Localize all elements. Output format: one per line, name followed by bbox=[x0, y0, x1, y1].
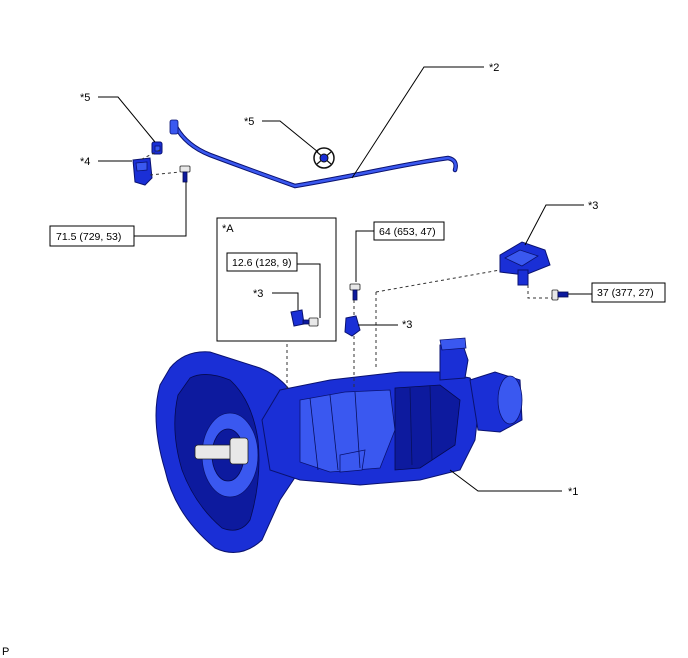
callout-2: *2 bbox=[489, 62, 499, 74]
callout-5-center: *5 bbox=[244, 116, 254, 128]
detail-a-view: *A 12.6 (128, 9) *3 bbox=[216, 217, 337, 342]
torque-box-4: 71.5 (729, 53) bbox=[49, 182, 187, 247]
footer-mark: P bbox=[2, 646, 9, 658]
assembly-lines bbox=[139, 149, 552, 390]
callout-1: *1 bbox=[568, 486, 578, 498]
bracket-4 bbox=[132, 157, 153, 186]
callout-3-detail: *3 bbox=[253, 288, 263, 300]
torque-box-3-right: 37 (377, 27) bbox=[568, 282, 666, 303]
callout-3-center: *3 bbox=[402, 319, 412, 331]
detail-a-label: *A bbox=[222, 223, 234, 235]
bolt-4 bbox=[179, 165, 191, 183]
callout-5-left: *5 bbox=[80, 92, 90, 104]
bolt-3-right bbox=[551, 289, 569, 301]
bolt-center bbox=[349, 283, 361, 301]
torque-bolt-4: 71.5 (729, 53) bbox=[56, 231, 121, 243]
torque-bolt-center: 64 (653, 47) bbox=[379, 226, 436, 238]
shift-cable bbox=[169, 119, 458, 189]
clip-left bbox=[151, 141, 163, 155]
transmission-assembly bbox=[155, 337, 523, 553]
clip-center bbox=[313, 147, 335, 169]
bracket-3-right bbox=[499, 241, 551, 286]
torque-bolt-3-right: 37 (377, 27) bbox=[597, 287, 654, 299]
callout-3-right: *3 bbox=[588, 200, 598, 212]
torque-box-center: 64 (653, 47) bbox=[355, 221, 445, 282]
torque-detail-a: 12.6 (128, 9) bbox=[232, 257, 292, 269]
callout-4: *4 bbox=[80, 156, 90, 168]
bracket-3-center bbox=[344, 315, 361, 337]
